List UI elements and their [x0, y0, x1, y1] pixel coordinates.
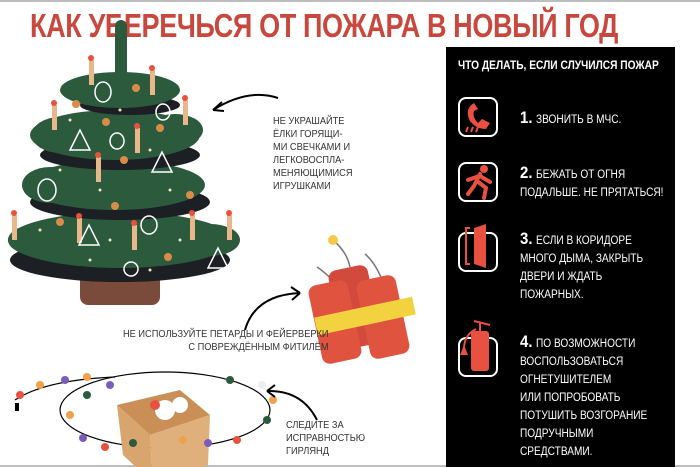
- phone-icon: [458, 97, 498, 137]
- arrow-icon: [244, 286, 301, 331]
- arrow-icon: [266, 384, 318, 421]
- firecracker-caption: НЕ ИСПОЛЬЗУЙТЕ ПЕТАРДЫ И ФЕЙЕРВЕРКИ С ПО…: [123, 328, 329, 353]
- door-icon: [458, 224, 498, 272]
- garland-caption: СЛЕДИТЕ ЗА ИСПРАВНОСТЬЮ ГИРЛЯНД: [286, 419, 366, 457]
- firecracker-icon: [308, 235, 416, 364]
- tree-caption: НЕ УКРАШАЙТЕ ЁЛКИ ГОРЯЩИ- МИ СВЕЧКАМИ И …: [273, 115, 353, 192]
- fire-extinguisher-icon: [458, 320, 498, 377]
- bottom-border: [0, 465, 700, 467]
- top-border: [0, 0, 700, 2]
- panel-title: ЧТО ДЕЛАТЬ, ЕСЛИ СЛУЧИЛСЯ ПОЖАР: [458, 58, 659, 72]
- fire-instructions-panel: ЧТО ДЕЛАТЬ, ЕСЛИ СЛУЧИЛСЯ ПОЖАР 1.ЗВОНИТ…: [446, 47, 675, 467]
- arrow-icon: [212, 93, 279, 112]
- running-man-icon: [458, 162, 498, 202]
- garland-icon: [14, 371, 277, 467]
- christmas-tree-icon: [8, 20, 240, 305]
- page-title: КАК УБЕРЕЧЬСЯ ОТ ПОЖАРА В НОВЫЙ ГОД: [30, 7, 619, 44]
